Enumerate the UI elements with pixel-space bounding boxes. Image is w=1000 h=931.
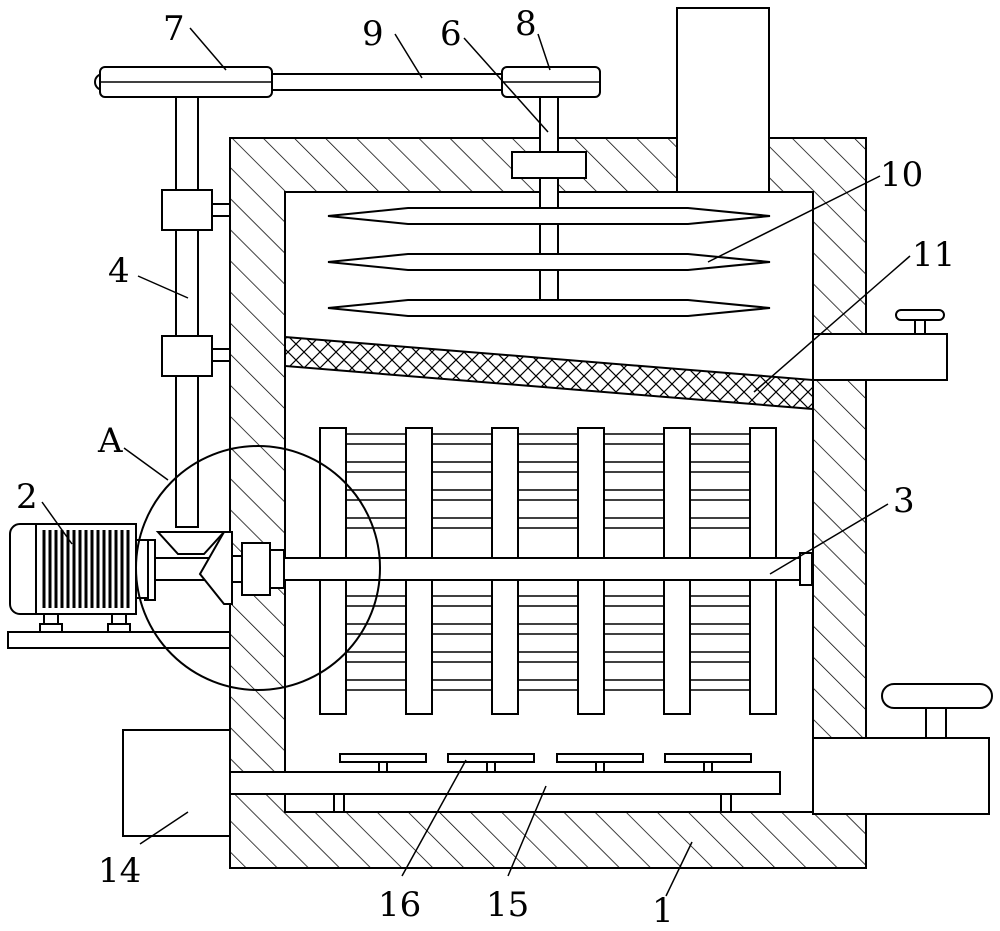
bevel-gears	[144, 531, 233, 605]
bottom-assembly	[229, 753, 781, 813]
housing	[229, 7, 867, 869]
belt-drive	[94, 66, 601, 98]
motor	[7, 523, 231, 649]
right-valves	[812, 309, 993, 815]
label-bottom-rail: 15	[486, 885, 529, 925]
bearing-block	[161, 189, 213, 231]
rotor-bar	[319, 427, 347, 559]
rotor-bar	[405, 579, 433, 715]
rotor-bar	[663, 579, 691, 715]
label-main-shaft: 3	[893, 481, 915, 521]
label-detail-view: A	[97, 421, 123, 461]
bearing-block	[161, 335, 213, 377]
bottom-rail	[229, 771, 781, 795]
rotor-bar	[577, 579, 605, 715]
rotor-bar	[749, 427, 777, 559]
top-shaft	[511, 96, 587, 303]
label-screen: 11	[912, 235, 955, 275]
label-bottom-box: 14	[98, 851, 141, 891]
vertical-shaft	[161, 96, 231, 528]
leader-lines	[41, 27, 911, 897]
label-housing: 1	[652, 891, 674, 931]
crushing-rotor	[319, 427, 777, 715]
rotor-bar	[491, 427, 519, 559]
rotor-bar	[749, 579, 777, 715]
motor-platform	[7, 631, 231, 649]
main-shaft	[144, 542, 813, 596]
rotor-bar	[577, 427, 605, 559]
callout-labels: 7 9 6 8 10 11 4 A 2 3 14 16 15 1	[16, 4, 955, 931]
label-vertical-shaft: 4	[108, 251, 130, 291]
upper-blades	[327, 207, 771, 317]
rotor-bar	[319, 579, 347, 715]
label-motor: 2	[16, 477, 38, 517]
rotor-bar	[405, 427, 433, 559]
label-upper-blades: 10	[880, 155, 923, 195]
label-left-pulley: 7	[163, 9, 185, 49]
label-belt: 9	[362, 14, 384, 54]
detail-circle	[135, 445, 381, 691]
label-right-pulley: 8	[515, 4, 537, 44]
bottom-box	[122, 729, 231, 837]
label-bottom-paddles: 16	[378, 885, 421, 925]
rotor-bar	[663, 427, 691, 559]
label-top-shaft: 6	[440, 14, 462, 54]
screen	[284, 335, 814, 411]
rotor-bar	[491, 579, 519, 715]
